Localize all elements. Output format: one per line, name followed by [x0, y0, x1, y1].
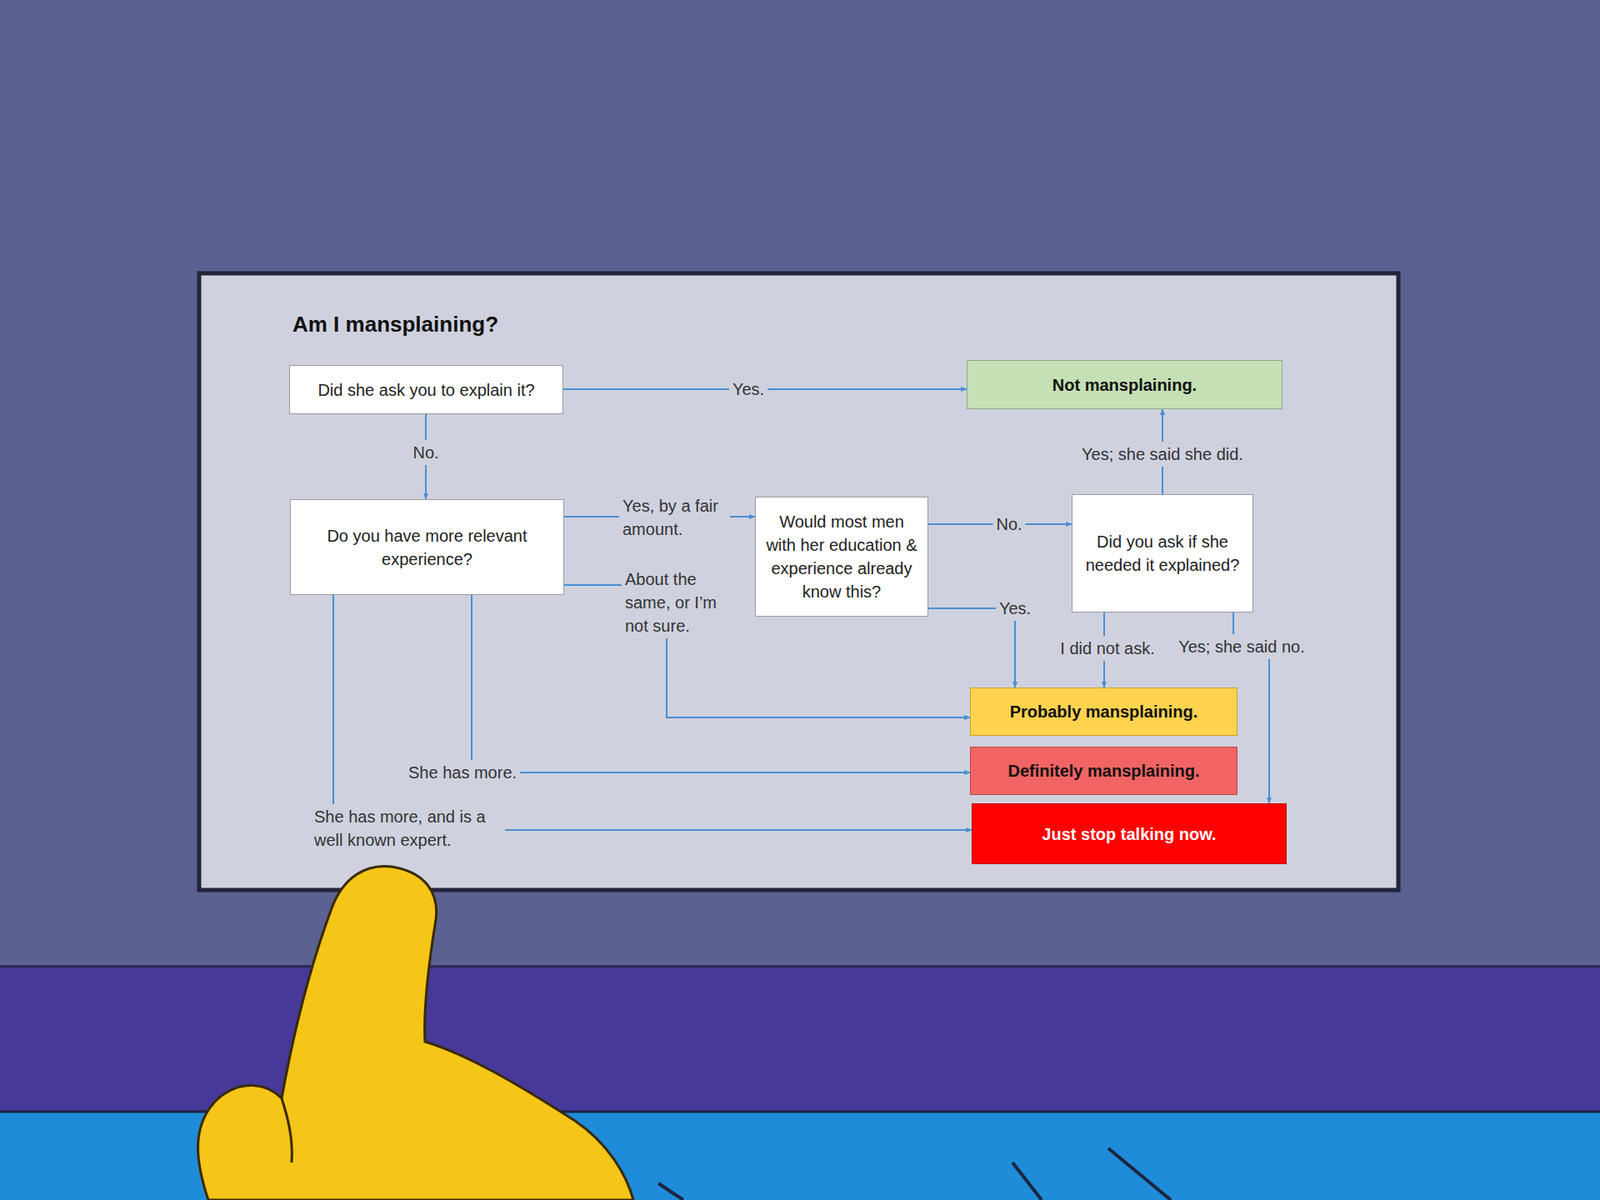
edge-label: Yes; she said she did. [1078, 441, 1247, 467]
result-box: Not mansplaining. [966, 360, 1283, 410]
question-box: Did you ask if she needed it explained? [1071, 494, 1254, 613]
edge-label: Yes. [995, 595, 1035, 621]
node-text: Not mansplaining. [1052, 373, 1197, 397]
result-box: Probably mansplaining. [970, 687, 1238, 736]
edge-label: No. [409, 440, 442, 465]
node-text: Did she ask you to explain it? [317, 378, 535, 402]
wall [0, 0, 1600, 967]
question-box: Do you have more relevant experience? [290, 499, 565, 595]
node-text: Would most men with her education & expe… [765, 510, 918, 604]
desk-strokes [658, 1148, 1171, 1200]
diagram-title: Am I mansplaining? [292, 311, 499, 338]
finger-crease [281, 1098, 292, 1163]
result-box: Definitely mansplaining. [970, 746, 1238, 795]
edge-label: She has more, and is a well known expert… [310, 804, 505, 853]
edge-label: No. [992, 511, 1025, 537]
edge-label: Yes, by a fair amount. [619, 493, 730, 542]
node-text: Probably mansplaining. [1010, 700, 1199, 724]
result-box: Just stop talking now. [971, 803, 1287, 865]
edge-label: About the same, or I’m not sure. [621, 566, 733, 639]
edge-label: She has more. [405, 760, 520, 785]
edge-label: I did not ask. [1056, 635, 1158, 661]
question-box: Would most men with her education & expe… [755, 496, 929, 617]
edge-label: Yes; she said no. [1175, 634, 1309, 660]
node-text: Definitely mansplaining. [1007, 759, 1200, 783]
node-text: Did you ask if she needed it explained? [1082, 530, 1243, 577]
edge-label: Yes. [729, 376, 768, 402]
node-text: Just stop talking now. [1041, 822, 1216, 846]
node-text: Do you have more relevant experience? [300, 524, 554, 571]
board [199, 273, 1399, 890]
question-box: Did she ask you to explain it? [289, 365, 564, 415]
pointing-finger [198, 865, 634, 1200]
ledge-edge [0, 965, 1600, 969]
